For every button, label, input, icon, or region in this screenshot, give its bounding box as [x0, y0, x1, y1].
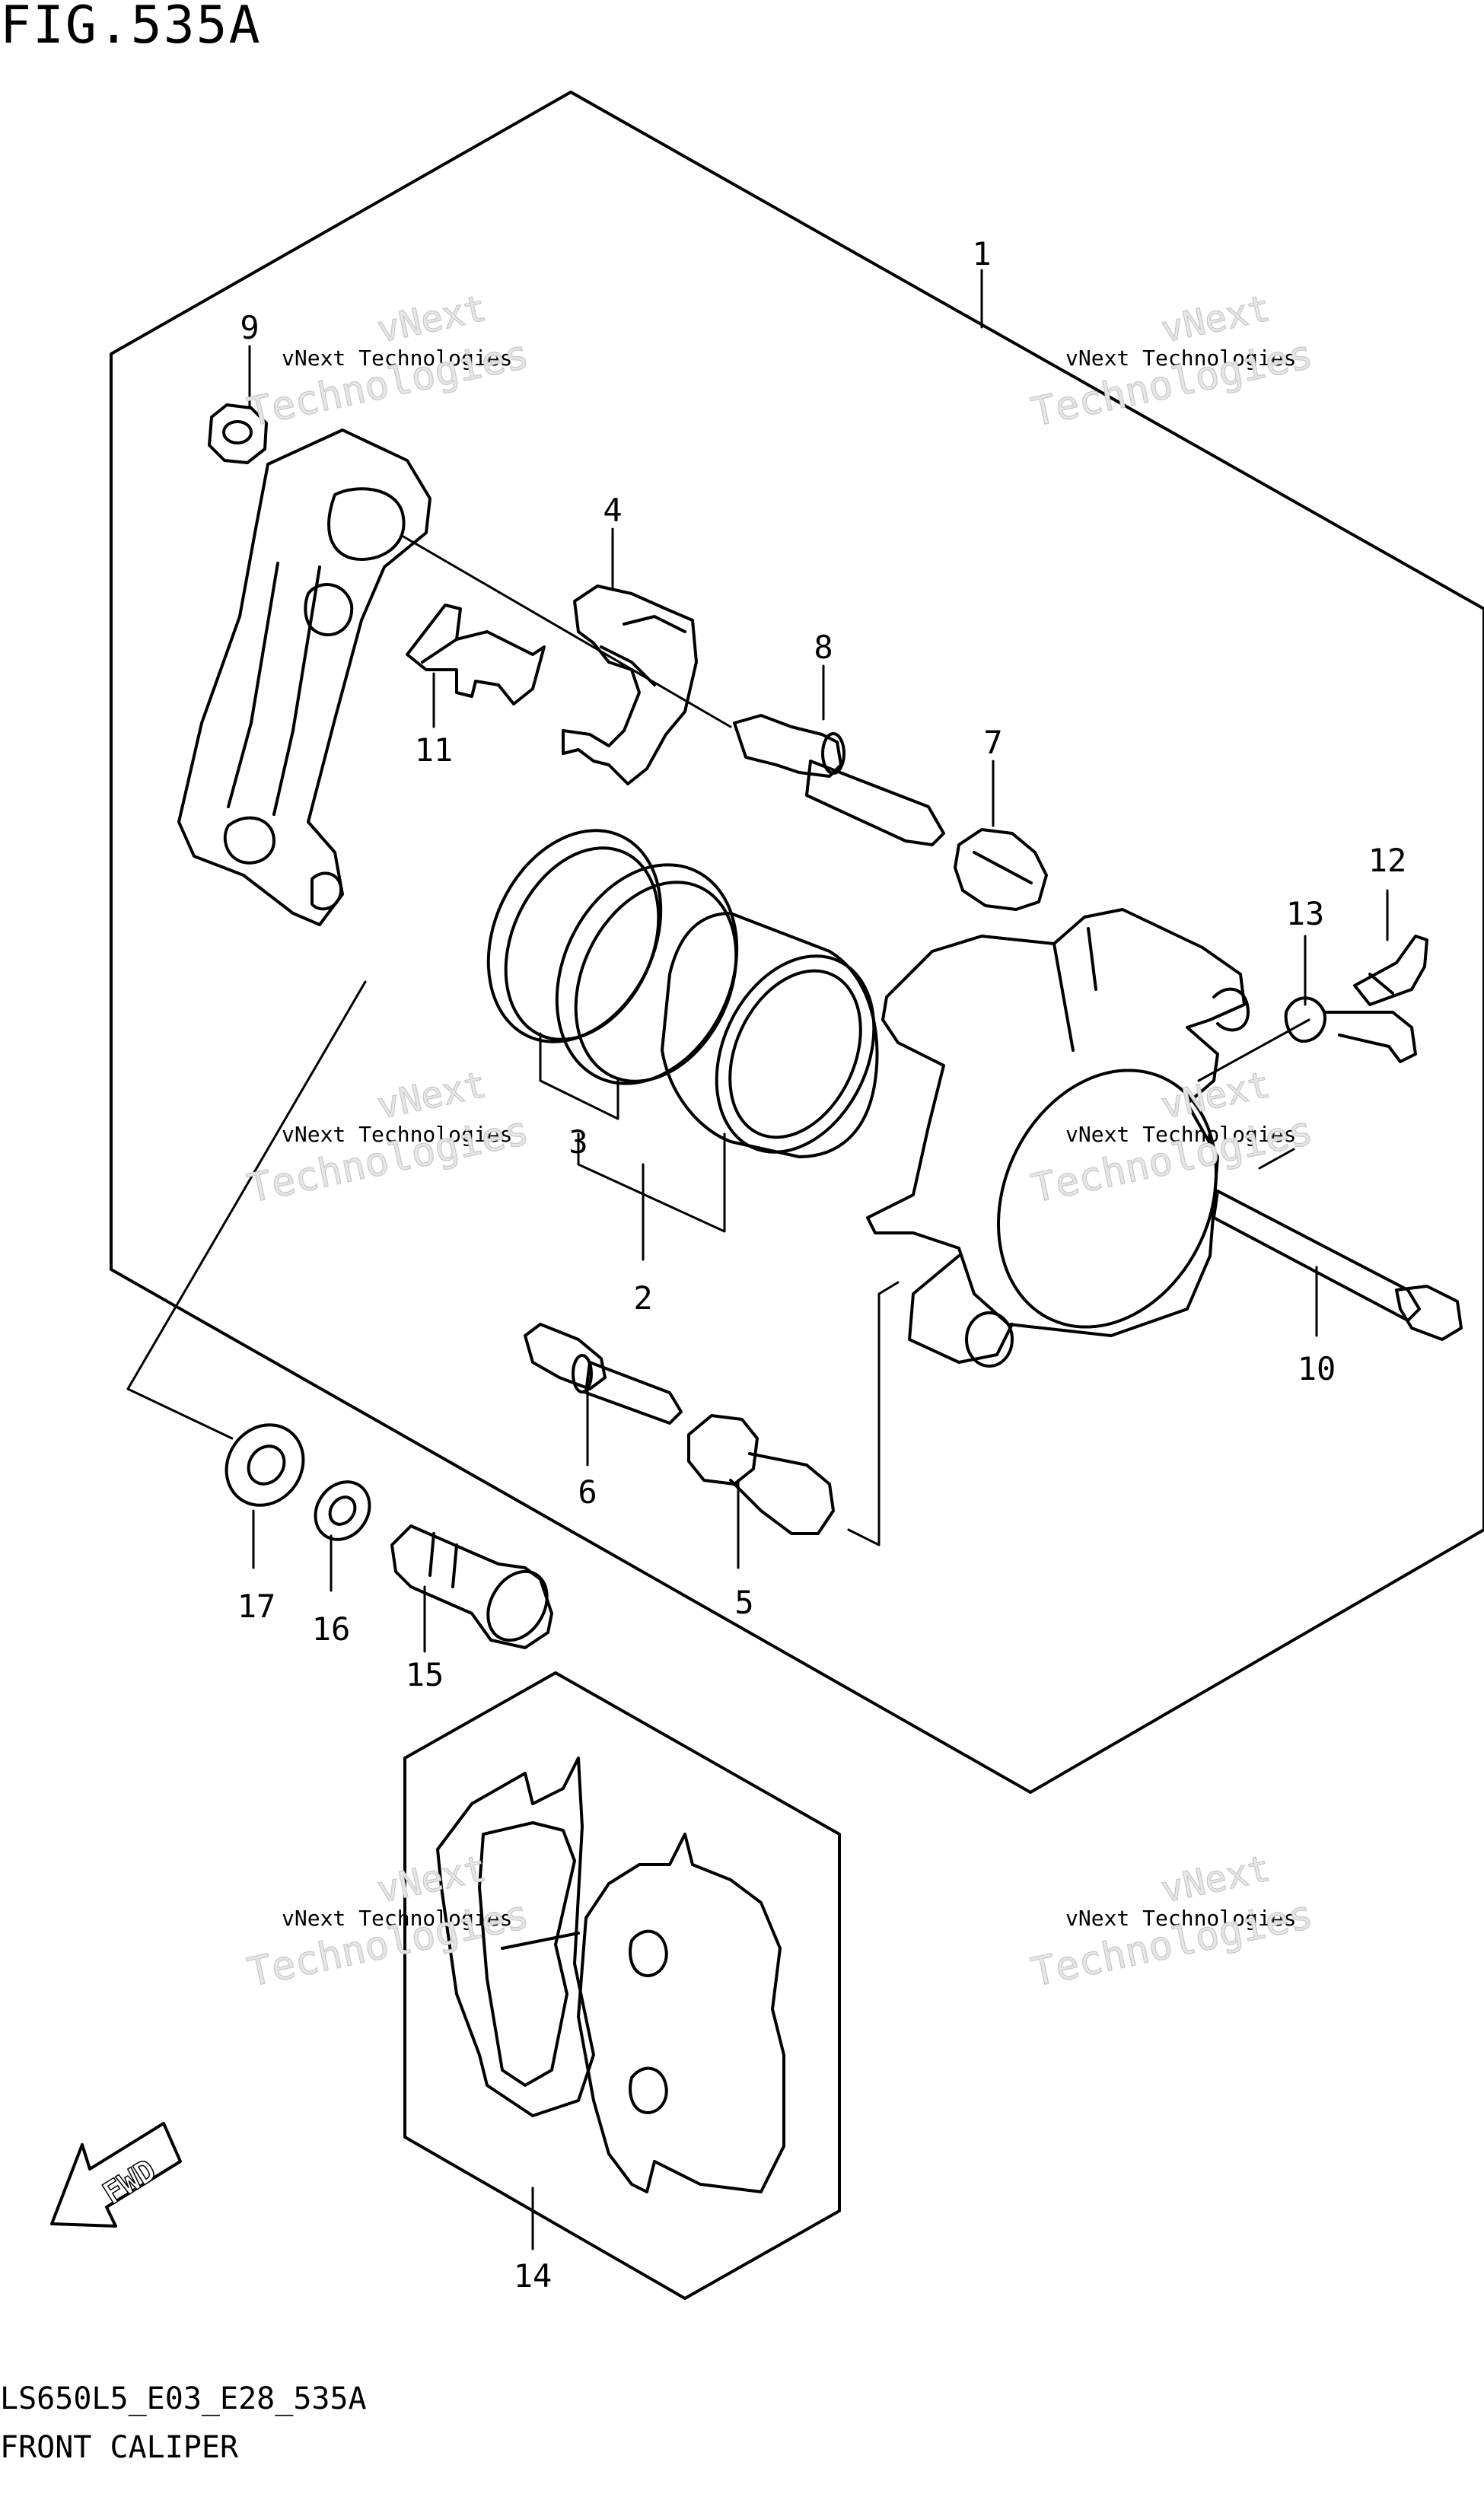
watermarks: vNext vNext Technologies Technologies vN…: [244, 286, 1317, 1996]
callout-11: 11: [415, 731, 454, 769]
figure-name: FRONT CALIPER: [0, 2430, 239, 2465]
svg-text:vNext Technologies: vNext Technologies: [1065, 1906, 1296, 1931]
bolt-5: [687, 1414, 835, 1535]
svg-text:vNext: vNext: [374, 1063, 490, 1128]
callout-15: 15: [406, 1656, 444, 1693]
figure-code: LS650L5_E03_E28_535A: [0, 2381, 367, 2416]
svg-text:vNext: vNext: [1158, 287, 1274, 352]
callout-3: 3: [568, 1123, 588, 1161]
watermark-2: vNext vNext Technologies Technologies: [1027, 286, 1317, 436]
svg-text:vNext Technologies: vNext Technologies: [282, 346, 512, 371]
svg-text:vNext Technologies: vNext Technologies: [1065, 1122, 1296, 1147]
washer-16: [314, 1480, 371, 1541]
svg-text:vNext Technologies: vNext Technologies: [282, 1122, 512, 1147]
caliper-body: [866, 908, 1250, 1368]
callout-17: 17: [237, 1588, 276, 1625]
callout-9: 9: [240, 309, 259, 346]
callout-14: 14: [514, 2257, 553, 2295]
watermark-3: vNext vNext Technologies Technologies: [244, 1062, 533, 1212]
watermark-5: vNext vNext Technologies Technologies: [244, 1846, 533, 1996]
callout-16: 16: [312, 1610, 351, 1648]
washer-17: [225, 1423, 305, 1507]
svg-text:vNext Technologies: vNext Technologies: [282, 1906, 512, 1931]
callout-7: 7: [983, 724, 1002, 761]
bleeder-12: [1353, 935, 1428, 1006]
pad-spring-4: [562, 584, 698, 785]
callout-6: 6: [578, 1473, 597, 1511]
callout-labels: 1 2 3 4 5 6 7 8 9 10 11 12 13 14 15 16 1…: [237, 235, 1407, 2295]
callout-2: 2: [633, 1279, 652, 1317]
callout-10: 10: [1298, 1350, 1336, 1387]
bolt-9: [208, 403, 268, 464]
fitting-13: [1284, 996, 1417, 1063]
fwd-arrow: [50, 2122, 182, 2228]
pin-8: [733, 714, 945, 846]
svg-text:vNext: vNext: [374, 1847, 490, 1912]
pin-10: [1212, 1190, 1463, 1341]
callout-12: 12: [1368, 842, 1407, 879]
svg-text:vNext Technologies: vNext Technologies: [1065, 346, 1296, 371]
caliper-bracket: [177, 428, 432, 926]
callout-4: 4: [603, 492, 622, 529]
boot-7: [954, 828, 1048, 911]
watermark-4: vNext vNext Technologies Technologies: [1027, 1062, 1317, 1212]
bolt-15: [390, 1524, 553, 1649]
callout-8: 8: [814, 629, 833, 666]
pin-6: [524, 1323, 683, 1425]
callout-1: 1: [972, 235, 991, 272]
brake-pads-14: [436, 1757, 785, 2193]
spring-11: [406, 604, 546, 706]
caliper-assembly-outline: [110, 91, 1484, 1794]
piston-seals-3: [486, 829, 739, 1085]
svg-text:vNext: vNext: [374, 287, 490, 352]
callout-5: 5: [734, 1584, 753, 1621]
callout-13: 13: [1286, 895, 1325, 932]
piston-2: [661, 912, 879, 1158]
figure-title: FIG.535A: [0, 0, 262, 56]
leader-lines: [126, 269, 1389, 2250]
pad-set-outline: [403, 1671, 841, 2300]
svg-text:vNext: vNext: [1158, 1847, 1274, 1912]
watermark-1: vNext vNext Technologies Technologies: [244, 286, 533, 436]
watermark-6: vNext vNext Technologies Technologies: [1027, 1846, 1317, 1996]
fwd-label: FWD: [97, 2153, 163, 2212]
